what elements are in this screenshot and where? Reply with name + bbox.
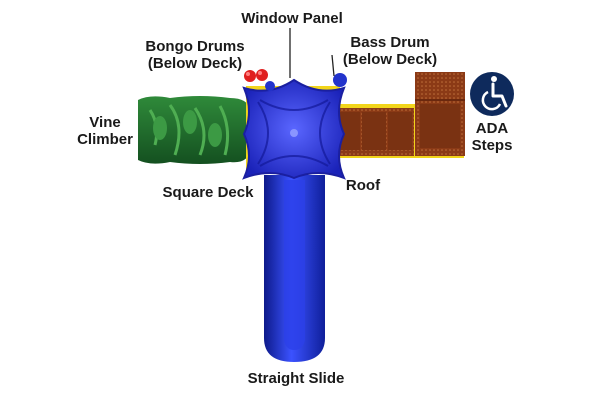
bass-drum-label: Bass Drum (Below Deck): [342, 34, 438, 68]
roof-post-ball: [333, 73, 347, 87]
wheelchair-accessibility-icon: [470, 72, 514, 116]
ada-steps-deck: [330, 72, 465, 158]
vine-climber: [138, 96, 250, 164]
roof-label: Roof: [345, 177, 381, 194]
bongo-drums-label: Bongo Drums (Below Deck): [145, 38, 245, 72]
vine-climber-label: Vine Climber: [77, 114, 133, 148]
square-deck-label: Square Deck: [162, 184, 254, 201]
straight-slide-label: Straight Slide: [247, 370, 345, 387]
ada-steps-label: ADA Steps: [471, 120, 513, 154]
bass-drum-leader: [331, 54, 335, 77]
straight-slide: [264, 175, 325, 362]
window-panel-label: Window Panel: [241, 10, 343, 27]
bongo-drums: [244, 69, 268, 82]
roof: [242, 78, 346, 180]
roof-post-ball: [265, 81, 275, 91]
